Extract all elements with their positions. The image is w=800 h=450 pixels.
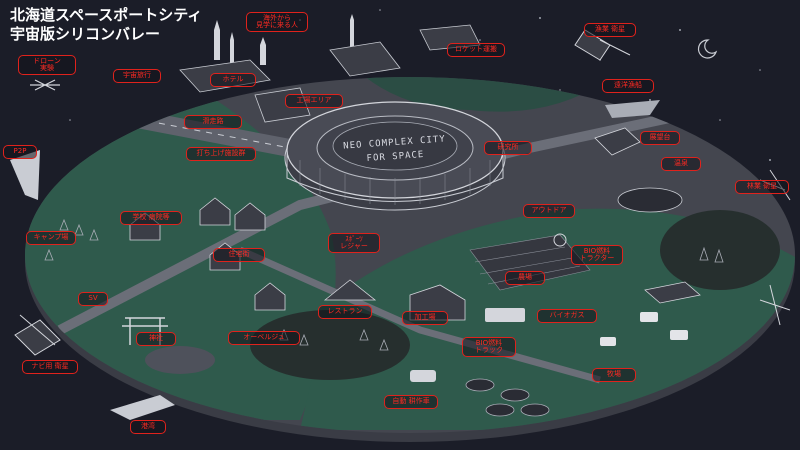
farm-fields bbox=[469, 234, 591, 291]
title-line-2: 宇宙版シリコンバレー bbox=[10, 25, 161, 43]
label-distant-fishery[interactable]: 遠洋漁船 bbox=[602, 79, 654, 93]
label-restaurant[interactable]: レストラン bbox=[318, 305, 372, 319]
label-housing[interactable]: 住宅街 bbox=[213, 248, 265, 262]
road-south bbox=[238, 246, 601, 384]
forest-east bbox=[660, 210, 780, 290]
label-pto[interactable]: P2P bbox=[3, 145, 37, 159]
label-research[interactable]: 研究所 bbox=[484, 141, 532, 155]
label-bio-tractor[interactable]: BIO燃料 トラクター bbox=[571, 245, 623, 265]
label-sv[interactable]: SV bbox=[78, 292, 108, 306]
label-launch-facilities[interactable]: 打ち上げ施設群 bbox=[186, 147, 256, 161]
label-harbor[interactable]: 港湾 bbox=[130, 420, 166, 434]
rocket-towers bbox=[214, 14, 354, 65]
label-sightseeing[interactable]: 海外から 見学に来る人 bbox=[246, 12, 308, 32]
cattle bbox=[600, 312, 688, 346]
label-farm[interactable]: 農場 bbox=[505, 271, 545, 285]
stars bbox=[69, 9, 771, 161]
restaurant-tent bbox=[323, 279, 377, 301]
shrine bbox=[122, 317, 168, 345]
label-processing[interactable]: 加工場 bbox=[402, 311, 448, 325]
label-observatory[interactable]: 展望台 bbox=[640, 131, 680, 145]
forest-center bbox=[250, 310, 410, 380]
label-shrine[interactable]: 神社 bbox=[136, 332, 176, 346]
label-camp[interactable]: キャンプ場 bbox=[26, 231, 76, 245]
label-fishery-satellite[interactable]: 漁業 衛星 bbox=[584, 23, 636, 37]
title-line-1: 北海道スペースポートシティ bbox=[10, 6, 203, 24]
label-rocket-transport[interactable]: ロケット運搬 bbox=[447, 43, 505, 57]
ship-icon bbox=[605, 100, 660, 118]
label-auberge[interactable]: オーベルジュ bbox=[228, 331, 300, 345]
greenhouse bbox=[644, 281, 701, 304]
label-navi-satellite[interactable]: ナビ用 衛星 bbox=[22, 360, 78, 374]
spaceplane-bottom bbox=[110, 395, 175, 420]
label-auto-drive[interactable]: 自動 耕作車 bbox=[384, 395, 438, 409]
label-ranch[interactable]: 牧場 bbox=[592, 368, 636, 382]
label-hotel[interactable]: ホテル bbox=[210, 73, 256, 87]
label-bio-truck[interactable]: BIO燃料 トラック bbox=[462, 337, 516, 357]
label-outdoor[interactable]: アウトドア bbox=[523, 204, 575, 218]
label-hot-spring[interactable]: 温泉 bbox=[661, 157, 701, 171]
label-drone[interactable]: ドローン 実験 bbox=[18, 55, 76, 75]
label-space-travel[interactable]: 宇宙旅行 bbox=[113, 69, 161, 83]
spaceplane-left bbox=[10, 150, 40, 200]
moon-icon bbox=[697, 39, 718, 59]
label-forestry-satellite[interactable]: 林業 衛星 bbox=[735, 180, 789, 194]
green-zone-north bbox=[330, 77, 620, 112]
hot-spring-pool bbox=[617, 187, 683, 213]
lake bbox=[145, 346, 215, 374]
label-factory-area[interactable]: 工場エリア bbox=[285, 94, 343, 108]
label-biomass[interactable]: バイオガス bbox=[537, 309, 597, 323]
label-school[interactable]: 学校 病院等 bbox=[120, 211, 182, 225]
label-leisure[interactable]: ｽﾎﾟｰﾂ レジャー bbox=[328, 233, 380, 253]
drone-icon bbox=[30, 79, 60, 91]
satellites bbox=[14, 29, 791, 356]
neo-complex-city bbox=[284, 101, 506, 211]
biomass-tanks bbox=[465, 378, 550, 417]
page-title: 北海道スペースポートシティ 宇宙版シリコンバレー bbox=[10, 6, 202, 44]
vehicles bbox=[410, 233, 567, 382]
label-runway[interactable]: 滑走路 bbox=[184, 115, 242, 129]
